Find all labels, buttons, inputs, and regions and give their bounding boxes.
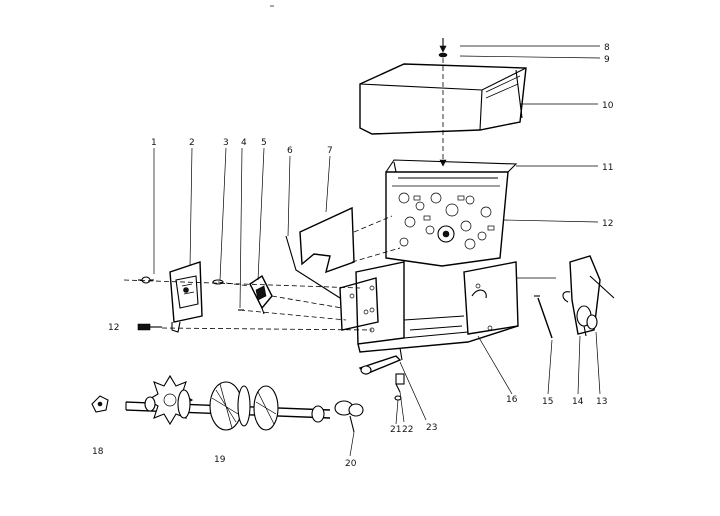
cover-box	[359, 63, 527, 135]
label-5: 5	[261, 138, 267, 148]
label-21: 21	[390, 425, 401, 435]
label-1: 1	[151, 138, 157, 148]
label-23: 23	[426, 423, 437, 433]
u-bracket	[355, 261, 519, 353]
chassis-body	[385, 159, 518, 267]
coupler-right	[334, 400, 364, 433]
gear-shaft	[125, 374, 331, 431]
label-7: 7	[327, 146, 333, 156]
label-11: 11	[602, 163, 613, 173]
label-12-left: 12	[108, 323, 119, 333]
label-20: 20	[345, 459, 357, 469]
screw-left	[137, 323, 162, 331]
label-15: 15	[542, 397, 553, 407]
label-22: 22	[402, 425, 413, 435]
lower-hardware	[358, 347, 405, 401]
label-6: 6	[287, 146, 293, 156]
small-screw	[138, 276, 154, 284]
label-18: 18	[92, 447, 104, 457]
rod	[534, 295, 553, 339]
top-screw	[438, 38, 448, 167]
label-9: 9	[604, 55, 610, 65]
assembly-lines	[123, 279, 373, 331]
label-12-right: 12	[602, 219, 613, 229]
label-13: 13	[596, 397, 607, 407]
label-19: 19	[214, 455, 226, 465]
label-4: 4	[241, 138, 247, 148]
mounting-plate	[285, 235, 379, 331]
label-16: 16	[506, 395, 518, 405]
knob-left	[91, 395, 109, 413]
label-3: 3	[223, 138, 229, 148]
label-leaders	[153, 45, 601, 457]
label-14: 14	[572, 397, 584, 407]
label-10: 10	[602, 101, 614, 111]
switch-block	[249, 274, 273, 315]
side-bracket	[169, 261, 203, 333]
callout-labels: 1 2 3 4 5 6 7 8 9 10 11 12 12 13 14 15 1…	[92, 43, 614, 469]
right-bracket-assembly	[562, 255, 615, 337]
small-plate	[299, 206, 401, 274]
circuit-components	[398, 192, 495, 250]
label-8: 8	[604, 43, 610, 53]
label-2: 2	[189, 138, 195, 148]
